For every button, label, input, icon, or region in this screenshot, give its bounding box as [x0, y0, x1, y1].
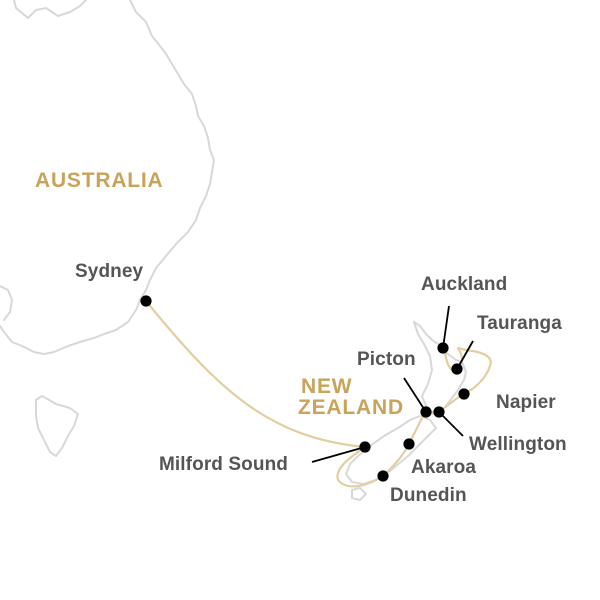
auckland-label: Auckland — [421, 274, 508, 295]
new-zealand-region-label-line-2: ZEALAND — [298, 396, 404, 419]
new-zealand-region-label-line-1: NEW — [301, 375, 353, 398]
dunedin-label: Dunedin — [390, 485, 467, 506]
napier-marker — [458, 388, 470, 400]
australia-coastline — [0, 0, 215, 355]
picton-label: Picton — [357, 349, 416, 370]
akaroa-label: Akaroa — [411, 457, 477, 478]
milford-sound-label: Milford Sound — [159, 454, 288, 475]
stewart-island-coastline — [351, 487, 367, 501]
tauranga-label: Tauranga — [477, 313, 562, 334]
sydney-marker — [140, 295, 152, 307]
milford-sound-marker — [359, 441, 371, 453]
wellington-marker — [433, 406, 445, 418]
akaroa-marker — [403, 438, 415, 450]
napier-label: Napier — [496, 392, 556, 413]
wellington-label: Wellington — [469, 434, 567, 455]
sydney-label: Sydney — [75, 261, 144, 282]
australia-region-label: AUSTRALIA — [35, 169, 164, 192]
wellington-leader-line — [438, 411, 464, 437]
auckland-leader-line — [442, 305, 450, 349]
tauranga-marker — [451, 363, 463, 375]
nz-north-island-coastline — [413, 321, 467, 415]
picton-leader-line — [403, 377, 427, 413]
tasmania-coastline — [35, 395, 79, 457]
picton-marker — [420, 406, 432, 418]
auckland-marker — [437, 342, 449, 354]
milford-sound-leader-line — [311, 446, 366, 463]
dunedin-marker — [377, 470, 389, 482]
